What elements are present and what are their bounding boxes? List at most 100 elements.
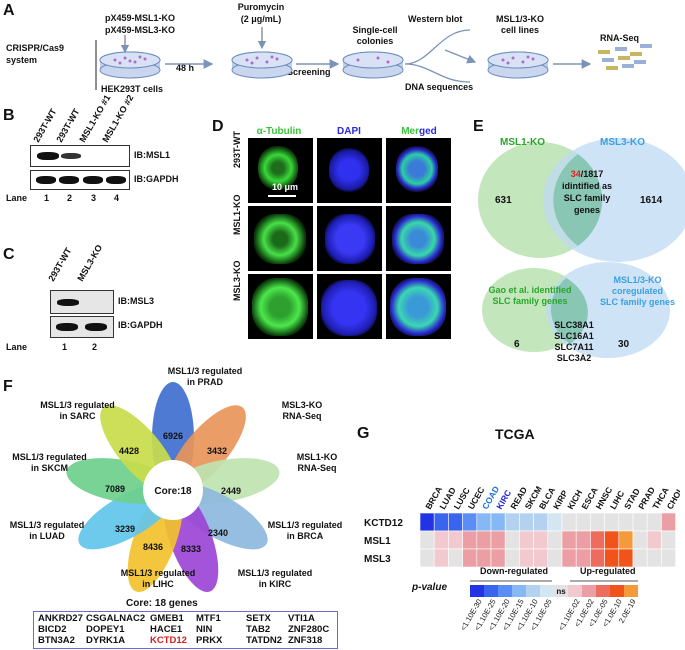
venn2-gene-3: SLC7A11 — [554, 342, 594, 352]
heatmap-cell — [661, 548, 676, 568]
petal-count-1: 3432 — [207, 446, 227, 456]
heatmap-cell — [462, 548, 478, 568]
screening-label: Screening — [287, 67, 331, 77]
venn2-right-title: MSL1/3-KO coregulated SLC family genes — [590, 275, 685, 308]
venn2-right-count: 30 — [618, 339, 630, 350]
core-gene: BICD2 — [38, 624, 67, 635]
heatmap-row-label: MSL1 — [364, 536, 391, 547]
panel-c-label: C — [3, 246, 15, 263]
legend-swatch — [470, 585, 484, 597]
heatmap-cell — [476, 530, 492, 550]
img-msl3-merged — [386, 274, 451, 339]
legend-swatch — [526, 585, 540, 597]
heatmap-cell — [575, 512, 591, 532]
venn2-left-title: Gao et al. identified SLC family genes — [475, 285, 585, 307]
core-gene: DOPEY1 — [86, 624, 125, 635]
heatmap-cell — [547, 548, 563, 568]
heatmap-cell — [533, 548, 549, 568]
lane-num-b2: 2 — [67, 193, 73, 203]
heatmap-cell — [504, 530, 520, 550]
heatmap-cell — [618, 548, 634, 568]
core-gene: HACE1 — [150, 624, 183, 635]
core-gene: NIN — [196, 624, 213, 635]
dish-3 — [342, 51, 404, 79]
western-blot-label: Western blot — [408, 14, 463, 24]
heatmap-cell — [590, 512, 605, 532]
lane-num-c2: 2 — [92, 342, 98, 352]
heatmap-cell — [575, 548, 591, 568]
venn1-overlap-l2: idintified as — [561, 181, 612, 191]
petal-label-6: MSL1/3 regulated in LUAD — [9, 520, 85, 541]
puromycin-conc: (2 μg/mL) — [240, 14, 282, 24]
panel-a-label: A — [3, 2, 15, 19]
core-gene: ZNF280C — [288, 624, 330, 635]
core-gene: KCTD12 — [150, 635, 187, 646]
col-merged-blue: ged — [419, 126, 437, 137]
img-msl1-merged — [386, 206, 451, 271]
panel-g-label: G — [357, 425, 370, 442]
curve-western — [404, 29, 471, 65]
heatmap-cell — [604, 530, 620, 550]
heatmap-row-label: KCTD12 — [364, 518, 403, 529]
venn2-right-title-l2: coregulated — [611, 286, 663, 296]
legend-swatch — [484, 585, 498, 597]
heatmap-cell — [448, 512, 463, 532]
legend-down-label: Down-regulated — [480, 566, 549, 576]
venn1-right-title: MSL3-KO — [600, 137, 645, 148]
panel-f-label: F — [3, 378, 13, 395]
ko-lines-label: MSL1/3-KO cell lines — [495, 14, 544, 35]
puromycin-label: Puromycin — [237, 2, 285, 12]
core-genes-title: Core: 18 genes — [126, 598, 198, 609]
heatmap-cell — [661, 512, 676, 532]
blot-msl3 — [50, 290, 114, 314]
venn1-left-title: MSL1-KO — [500, 137, 545, 148]
img-wt-tubulin — [248, 138, 313, 203]
venn2-left-count: 6 — [514, 339, 520, 350]
col-merged: Merged — [388, 126, 450, 137]
row-msl3-ko: MSL3-KO — [232, 260, 242, 302]
heatmap-cell — [519, 548, 534, 568]
panel-e-venns — [478, 138, 685, 358]
core-gene: GMEB1 — [150, 613, 184, 624]
legend-swatch — [596, 585, 610, 597]
petal-label-5: MSL1/3 regulated in LIHC — [120, 568, 196, 589]
heatmap-cell — [533, 512, 549, 532]
heatmap-cell — [433, 530, 449, 550]
rnaseq-label: RNA-Seq — [600, 33, 640, 43]
time-label: 48 h — [176, 63, 195, 73]
petal-count-6: 3239 — [115, 524, 135, 534]
venn2-right-title-l1: MSL1/3-KO — [613, 275, 662, 285]
core-count-label: Core:18 — [154, 486, 192, 497]
legend-pvalue-text: p-value — [412, 582, 448, 593]
heatmap-row-label: MSL3 — [364, 554, 391, 565]
venn1-overlap: 34/1817 idintified as SLC family genes — [552, 168, 622, 216]
heatmap-cell — [490, 548, 506, 568]
legend-swatch — [610, 585, 624, 597]
core-gene: DYRK1A — [86, 635, 126, 646]
venn1-overlap-l4: genes — [573, 205, 600, 215]
heatmap-cell — [448, 548, 463, 568]
heatmap-cell — [433, 548, 449, 568]
panel-d-label: D — [212, 118, 224, 135]
heatmap-cell — [561, 530, 577, 550]
lane-label-b: Lane — [6, 193, 28, 203]
core-gene: VTI1A — [288, 613, 315, 624]
petal-count-0: 6926 — [163, 431, 183, 441]
heatmap-title: TCGA — [495, 426, 535, 442]
plasmid-msl3: pX459-MSL3-KO — [105, 25, 176, 35]
legend-swatch — [568, 585, 582, 597]
venn2-left-title-l2: SLC family genes — [492, 296, 568, 306]
legend-swatch — [540, 585, 554, 597]
petal-count-5: 8436 — [143, 542, 163, 552]
row-msl1-ko: MSL1-KO — [232, 194, 242, 236]
dna-seq-label: DNA sequences — [405, 82, 474, 92]
core-gene: SETX — [246, 613, 271, 624]
petal-count-7: 7089 — [105, 484, 125, 494]
heatmap-cell — [604, 512, 620, 532]
heatmap-cell — [462, 512, 478, 532]
img-msl1-dapi — [317, 206, 382, 271]
venn1-overlap-total: /1817 — [580, 169, 604, 179]
venn2-gene-1: SLC38A1 — [554, 320, 594, 330]
col-tubulin: α-Tubulin — [256, 126, 302, 137]
